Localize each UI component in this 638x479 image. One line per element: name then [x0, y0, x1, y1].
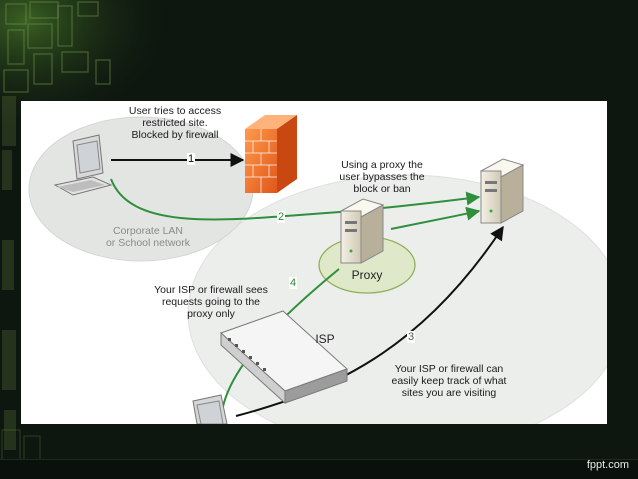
step-number-1: 1: [187, 153, 196, 165]
label-isp-tracks: Your ISP or firewall can easily keep tra…: [391, 363, 507, 399]
label-corporate-lan: Corporate LAN or School network: [105, 225, 191, 249]
path-3-isp-to-site: [235, 225, 504, 417]
label-user-blocked: User tries to access restricted site. Bl…: [128, 105, 222, 141]
firewall-icon: [245, 115, 297, 193]
diagram-panel: User tries to access restricted site. Bl…: [21, 101, 607, 424]
home-computer-icon: [192, 394, 228, 424]
target-server-icon: [479, 158, 525, 224]
step-number-4: 4: [289, 277, 298, 289]
fppt-watermark: fppt.com: [586, 459, 629, 471]
path-2-to-proxy: [110, 178, 327, 221]
user-computer-icon: [53, 134, 113, 196]
label-using-proxy: Using a proxy the user bypasses the bloc…: [339, 159, 425, 195]
path-proxy-to-site: [390, 206, 481, 230]
proxy-diagram: [28, 115, 607, 424]
step-number-3: 3: [407, 331, 416, 343]
label-isp: ISP: [315, 332, 335, 346]
step-number-2: 2: [277, 211, 286, 223]
label-proxy: Proxy: [351, 268, 383, 282]
proxy-server-icon: [339, 198, 385, 264]
isp-switch-icon: [220, 310, 348, 405]
label-isp-sees: Your ISP or firewall sees requests going…: [154, 284, 268, 320]
